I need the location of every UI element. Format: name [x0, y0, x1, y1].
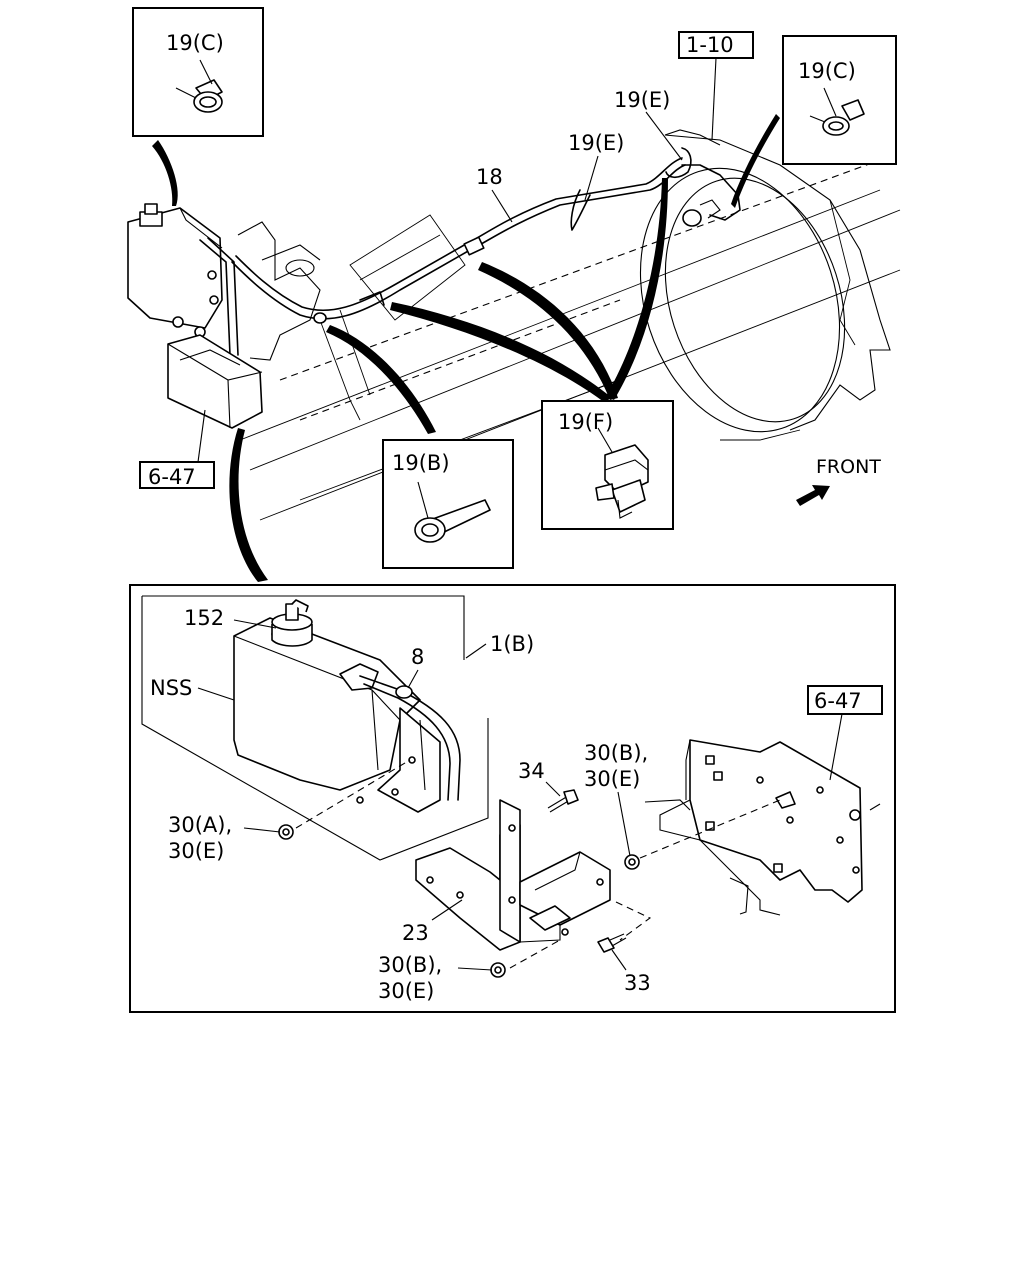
tank-hose-8 — [359, 675, 461, 801]
bolt-33-icon — [597, 933, 627, 953]
label-cap-152: 152 — [184, 606, 224, 630]
label-bolt-34: 34 — [518, 759, 545, 783]
clip-c-right-icon — [809, 87, 865, 136]
bracket-23 — [415, 799, 611, 951]
label-hose-18: 18 — [476, 165, 503, 189]
ref-6-47-detail-leader — [829, 713, 843, 781]
nuts-30-icons — [278, 791, 796, 978]
nss-subassembly-outline — [141, 595, 489, 861]
label-nut-30b-top: 30(B), — [584, 741, 648, 765]
label-tank-1b: 1(B) — [490, 632, 534, 656]
bracket-overview — [237, 221, 321, 361]
upper-leaders — [491, 111, 683, 223]
label-bolt-33: 33 — [624, 971, 651, 995]
label-clip-e-top: 19(E) — [614, 88, 670, 112]
label-nut-30e-top: 30(E) — [584, 767, 640, 791]
label-nut-30b-bottom: 30(B), — [378, 953, 442, 977]
label-nut-30e-bottom: 30(E) — [378, 979, 434, 1003]
label-nut-30e-left: 30(E) — [168, 839, 224, 863]
frame-bracket-6-47 — [644, 739, 881, 916]
clip-f-icon — [595, 427, 649, 519]
reservoir-tank-detail — [233, 599, 421, 791]
label-clip-c-right: 19(C) — [798, 59, 856, 83]
clip-b-icon — [414, 481, 491, 543]
ref-box-1-10 — [678, 31, 754, 59]
inset-clip-c-left — [132, 7, 264, 137]
front-arrow-icon — [796, 485, 830, 506]
reservoir-tank-overview — [127, 203, 263, 429]
assembly-dashes — [295, 759, 781, 969]
tank-mount-bracket — [356, 707, 441, 813]
lower-leaders — [197, 619, 631, 971]
ref-1-10-leader — [711, 57, 717, 141]
bolt-34-icon — [547, 789, 579, 813]
label-clip-b: 19(B) — [392, 451, 450, 475]
clip-c-left-icon — [175, 59, 223, 113]
ref-box-6-47-top — [139, 461, 215, 489]
fan-shroud — [639, 129, 891, 441]
inset-clip-b — [382, 439, 514, 569]
label-nss: NSS — [150, 676, 192, 700]
leader-curves — [152, 114, 780, 582]
ref-box-6-47-detail — [807, 685, 883, 715]
label-ref-6-47-top: 6-47 — [148, 465, 196, 489]
inset-clip-c-right — [782, 35, 897, 165]
label-nut-30a: 30(A), — [168, 813, 232, 837]
label-clip-e-mid: 19(E) — [568, 131, 624, 155]
label-bracket-23: 23 — [402, 921, 429, 945]
label-front: FRONT — [816, 456, 881, 478]
label-clip-f: 19(F) — [558, 410, 613, 434]
label-hose-8: 8 — [411, 645, 424, 669]
label-clip-c-left: 19(C) — [166, 31, 224, 55]
label-ref-6-47-detail: 6-47 — [814, 689, 862, 713]
ref-6-47-top-leader — [197, 409, 206, 463]
label-ref-1-10: 1-10 — [686, 33, 734, 57]
clips-on-hose — [359, 147, 692, 306]
